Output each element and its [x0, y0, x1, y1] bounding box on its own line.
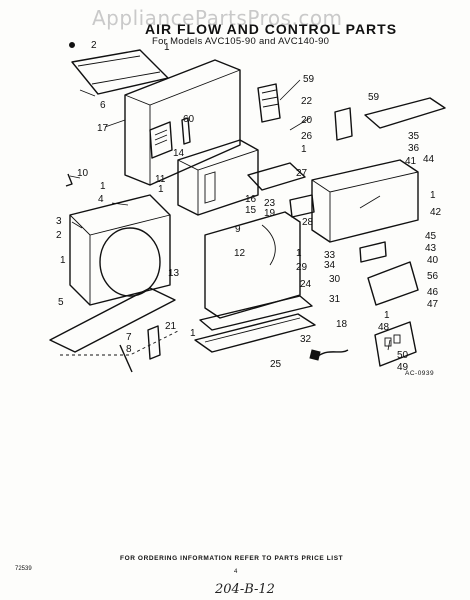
- part-23-insulation: [289, 194, 315, 218]
- callout-29: 29: [296, 262, 308, 273]
- callout-59: 59: [368, 92, 380, 103]
- callout-41: 41: [405, 156, 417, 167]
- callout-7: 7: [126, 332, 132, 343]
- callout-32: 32: [300, 334, 312, 345]
- watermark: AppliancePartsPros.com: [92, 6, 343, 30]
- callout-15: 15: [245, 205, 257, 216]
- callout-14: 14: [173, 148, 185, 159]
- callout-22: 22: [301, 96, 313, 107]
- part-59-cover-strip: [364, 97, 446, 129]
- callout-44: 44: [423, 154, 435, 165]
- callout-1-g: 1: [296, 248, 302, 259]
- callout-1-b: 1: [158, 184, 164, 195]
- callout-43: 43: [425, 243, 437, 254]
- callout-40: 40: [427, 255, 439, 266]
- part-10-clip: [65, 173, 73, 187]
- callout-2: 2: [91, 40, 97, 51]
- callout-23: 23: [264, 198, 276, 209]
- callout-20: 20: [301, 115, 313, 126]
- part-60-panel: [247, 162, 306, 191]
- callout-1-d: 1: [60, 255, 66, 266]
- callout-18: 18: [336, 319, 348, 330]
- callout-35: 35: [408, 131, 420, 142]
- callout-11: 11: [155, 174, 166, 185]
- callout-42: 42: [430, 207, 442, 218]
- callout-12: 12: [234, 248, 246, 259]
- callout-36: 36: [408, 143, 420, 154]
- callout-labels: 2 1 6 17 60 14 11 1 10 1 4 3 2 5 1 59 22…: [56, 40, 442, 373]
- callout-21: 21: [165, 321, 177, 332]
- callout-24: 24: [300, 279, 312, 290]
- callout-45: 45: [425, 231, 437, 242]
- part-17-cabinet-shell: [124, 59, 241, 186]
- callout-58: 60: [183, 114, 195, 125]
- callout-50: 50: [397, 350, 409, 361]
- callout-60: 1: [301, 144, 307, 155]
- callout-3: 3: [56, 216, 62, 227]
- callout-2-b: 2: [56, 230, 62, 241]
- part-40-control-plate: [367, 261, 419, 306]
- leader-lines: [69, 79, 391, 351]
- callout-34: 34: [324, 260, 336, 271]
- callout-8: 8: [126, 344, 132, 355]
- callout-4: 4: [98, 194, 104, 205]
- part-2-screw: [69, 42, 75, 48]
- diagram-subtitle: For Models AVC105-90 and AVC140-90: [152, 36, 330, 47]
- part-14-grille-bracket: [149, 121, 173, 159]
- callout-48: 48: [378, 322, 390, 333]
- part-4-fan-shroud: [69, 194, 171, 306]
- callout-1-e: 1: [430, 190, 436, 201]
- part-25-base-tray: [194, 313, 316, 353]
- part-22-bracket: [334, 107, 353, 141]
- part-58-clip: [181, 117, 191, 145]
- part-28-control-box: [311, 159, 419, 243]
- ordering-note: FOR ORDERING INFORMATION REFER TO PARTS …: [120, 555, 344, 562]
- callout-30: 30: [329, 274, 341, 285]
- callout-1-f: 1: [384, 310, 390, 321]
- part-5-base-pan: [49, 287, 181, 356]
- callout-17: 17: [97, 123, 109, 134]
- part-6-bracket-plate: [71, 49, 169, 95]
- callout-31: 31: [329, 294, 341, 305]
- callout-47: 47: [427, 299, 439, 310]
- callout-16: 16: [245, 194, 257, 205]
- callout-28: 28: [302, 217, 314, 228]
- callout-56: 56: [427, 271, 439, 282]
- callout-1-h: 1: [190, 328, 196, 339]
- callout-13: 13: [168, 268, 180, 279]
- callout-27: 27: [296, 168, 308, 179]
- part-20-blower-housing: [177, 139, 259, 216]
- callout-5: 5: [58, 297, 64, 308]
- part-32-power-cord: [309, 349, 349, 361]
- part-24-base-rail: [199, 295, 313, 331]
- part-57-filter: [257, 83, 281, 123]
- callout-25: 25: [270, 359, 282, 370]
- callout-33: 33: [324, 250, 336, 261]
- diagram-code: AC-0939: [405, 370, 435, 377]
- callout-1-c: 1: [100, 181, 106, 192]
- callout-26: 26: [301, 131, 313, 142]
- part-7-bracket: [147, 325, 161, 360]
- part-8-rod: [119, 344, 133, 373]
- callout-1-a: 1: [164, 42, 170, 53]
- document-code: 72539: [15, 566, 32, 572]
- part-48-switch-panel: [374, 321, 417, 367]
- callout-49: 49: [397, 362, 409, 373]
- callout-46: 46: [427, 287, 439, 298]
- callout-6: 6: [100, 100, 106, 111]
- part-33-terminal-block: [359, 241, 387, 263]
- callout-19: 19: [264, 208, 276, 219]
- callout-57: 59: [303, 74, 315, 85]
- callout-9: 9: [235, 224, 241, 235]
- part-12-control-bracket: [204, 211, 301, 319]
- page-number: 4: [234, 569, 238, 575]
- handwritten-note: 204-B-12: [215, 582, 275, 597]
- callout-10: 10: [77, 168, 89, 179]
- diagram-title: AIR FLOW AND CONTROL PARTS: [145, 21, 398, 37]
